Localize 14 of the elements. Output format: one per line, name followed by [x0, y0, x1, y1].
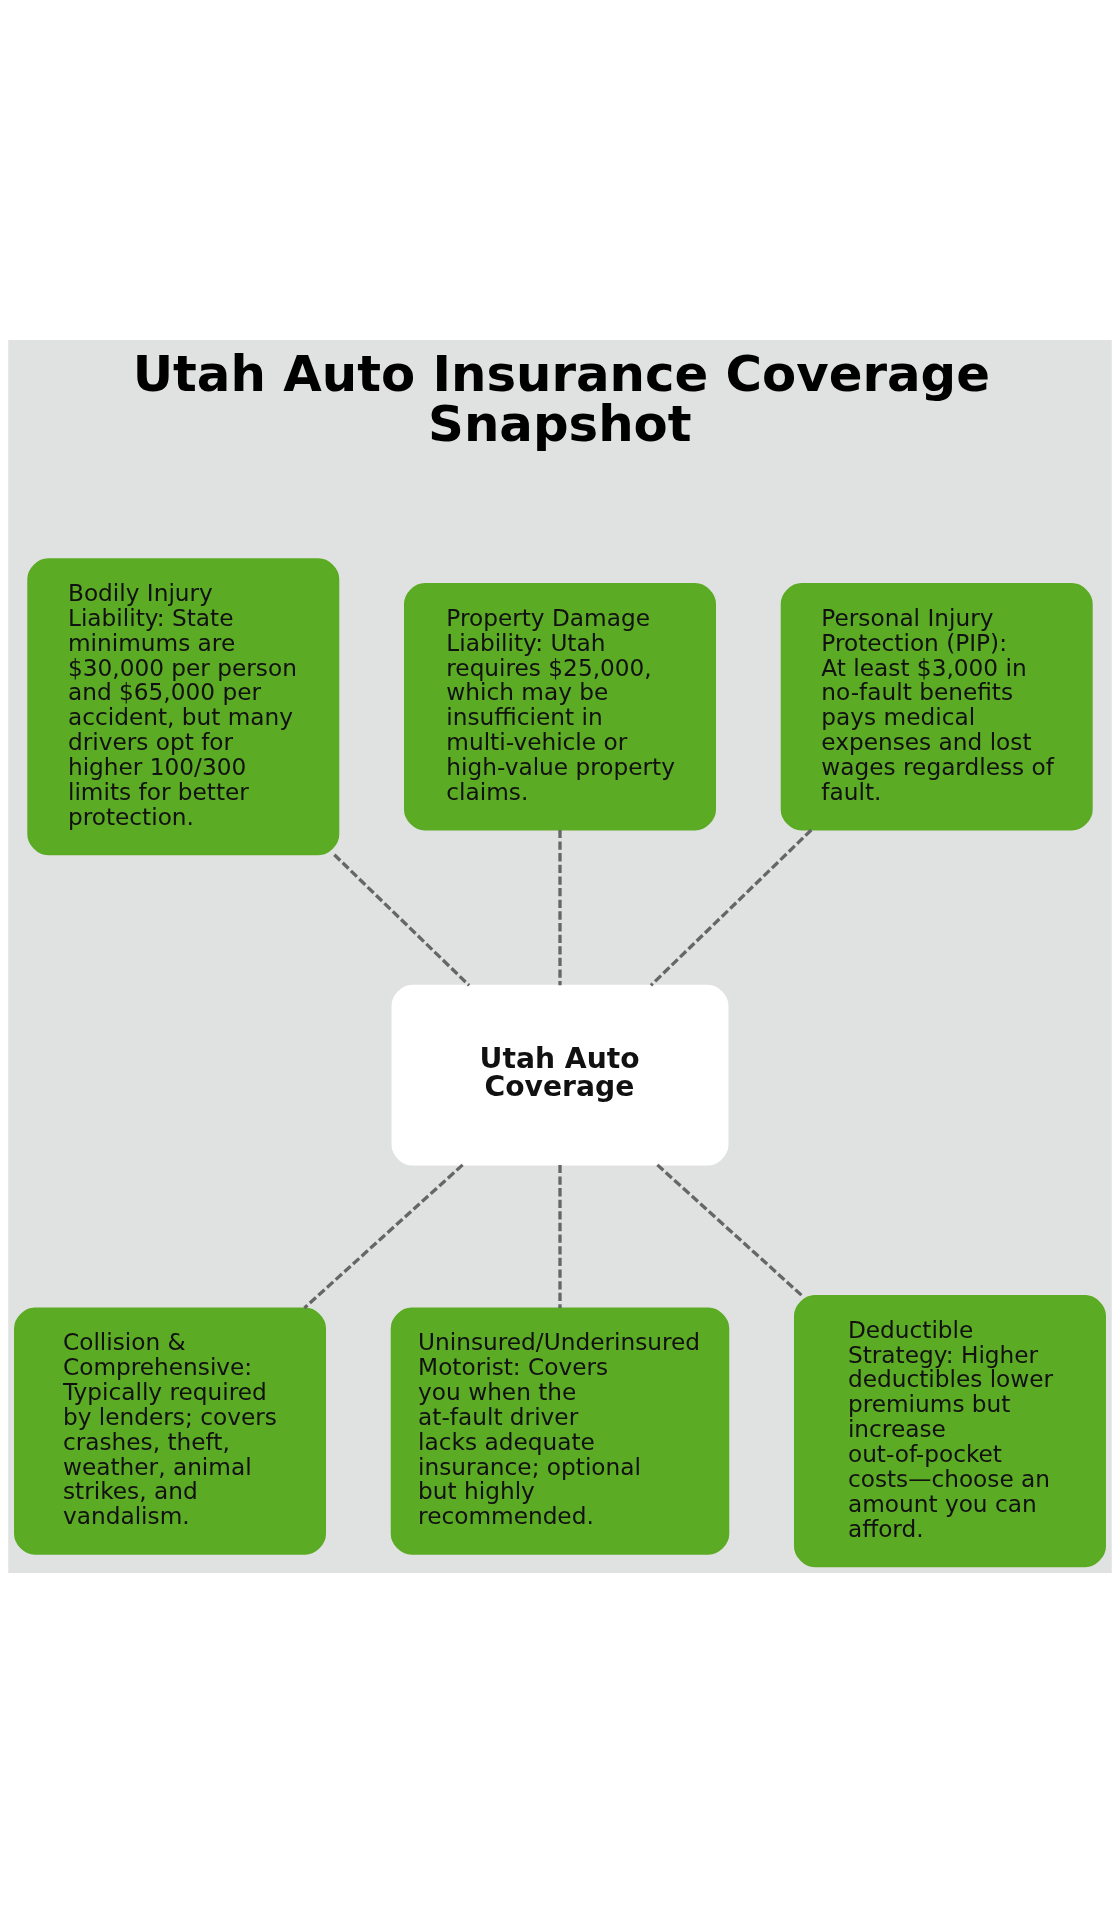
diagram-title: Utah Auto Insurance Coverage Snapshot — [132, 344, 991, 453]
node-box: Personal Injury Protection (PIP): At least $3,000 in no-fault benefits pays medical expenses and lost wages regardless of fault. — [780, 582, 1093, 830]
node-box: Collision & Comprehensive: Typically required by lenders; covers crashes, theft, weather, animal strikes, and vandalism. — [14, 1307, 326, 1555]
connector — [303, 1163, 464, 1309]
node-box: Utah Auto Coverage — [391, 984, 729, 1166]
node-box: Property Damage Liability: Utah requires $25,000, which may be insufficient in multi-vehicle or high-value property claims. — [404, 582, 716, 830]
connector — [558, 1164, 562, 1308]
connector — [333, 853, 471, 987]
node-box: Bodily Injury Liability: State minimums are $30,000 per person and $65,000 per accident, but many drivers opt for higher 100/300 limits for better protection. — [27, 557, 340, 855]
node-box: Uninsured/Underinsured Motorist: Covers you when the at-fault driver lacks adequate insurance; optional but highly recommended. — [390, 1307, 730, 1555]
connector — [649, 828, 813, 987]
connector — [656, 1163, 804, 1297]
node-box: Deductible Strategy: Higher deductibles lower premiums but increase out-of-pocket costs—choose an amount you can afford. — [794, 1294, 1106, 1567]
connector — [558, 829, 562, 985]
